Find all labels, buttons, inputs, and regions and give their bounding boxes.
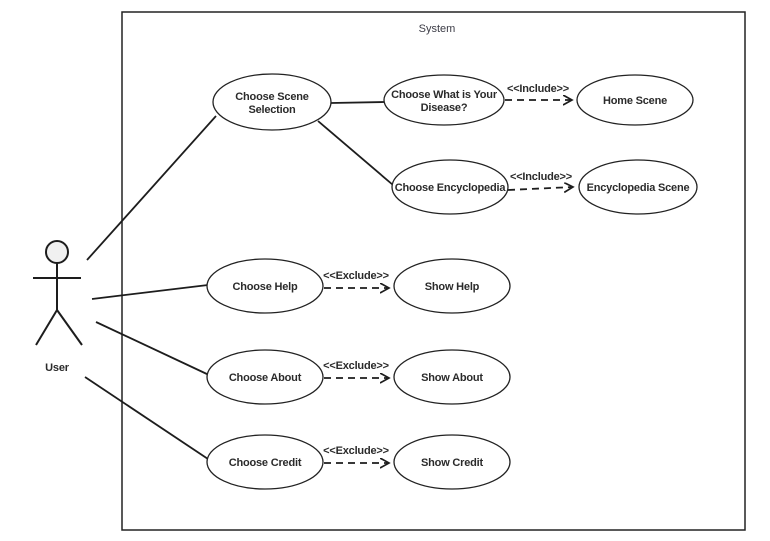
use-case-choose-credit: Choose Credit: [206, 434, 324, 490]
use-case-choose-about: Choose About: [206, 349, 324, 405]
use-case-ellipse: [391, 159, 509, 215]
use-case-label: Choose About: [229, 372, 302, 384]
use-case-show-help: Show Help: [393, 258, 511, 314]
use-case-ellipse: [206, 258, 324, 314]
actor-label: User: [45, 362, 70, 374]
use-case-label: Choose Help: [232, 281, 298, 293]
stereotype-include-encyclopedia: <<Include>>: [510, 171, 572, 183]
use-case-label: Show Help: [425, 281, 480, 293]
association-scene-selection-encyclopedia: [317, 120, 394, 186]
use-case-label: Show About: [421, 372, 483, 384]
system-title: System: [419, 23, 456, 35]
use-case-choose-scene-selection: Choose Scene Selection: [212, 73, 332, 131]
association-scene-selection-disease: [330, 101, 385, 104]
actor-user: User: [33, 240, 83, 374]
use-case-encyclopedia-scene: Encyclopedia Scene: [578, 159, 698, 215]
use-case-ellipse: [393, 258, 511, 314]
stereotype-exclude-credit: <<Exclude>>: [323, 445, 389, 457]
association-user-scene-selection: [86, 115, 217, 261]
use-case-label: Home Scene: [603, 95, 667, 107]
use-case-label-line2: Selection: [248, 104, 296, 116]
use-case-label-line1: Choose Scene: [235, 91, 308, 103]
use-case-ellipse: [212, 73, 332, 131]
stereotype-include-home: <<Include>>: [507, 83, 569, 95]
use-case-label: Choose Credit: [229, 457, 302, 469]
stereotype-exclude-about: <<Exclude>>: [323, 360, 389, 372]
use-case-choose-encyclopedia: Choose Encyclopedia: [391, 159, 509, 215]
use-case-label: Show Credit: [421, 457, 484, 469]
actor-head-icon: [45, 240, 69, 264]
use-case-home-scene: Home Scene: [576, 74, 694, 126]
association-user-choose-about: [95, 321, 210, 376]
use-case-label-line1: Choose What is Your: [391, 89, 498, 101]
association-user-choose-help: [91, 284, 209, 300]
use-case-choose-disease: Choose What is Your Disease?: [383, 74, 505, 126]
system-boundary: [121, 11, 746, 531]
use-case-ellipse: [383, 74, 505, 126]
association-user-choose-credit: [84, 376, 209, 460]
use-case-ellipse: [576, 74, 694, 126]
use-case-ellipse: [578, 159, 698, 215]
use-case-choose-help: Choose Help: [206, 258, 324, 314]
use-case-ellipse: [393, 349, 511, 405]
use-case-show-credit: Show Credit: [393, 434, 511, 490]
use-case-label-line2: Disease?: [421, 102, 468, 114]
actor-right-leg: [56, 309, 83, 346]
use-case-ellipse: [206, 349, 324, 405]
use-case-label: Choose Encyclopedia: [395, 182, 507, 194]
use-case-show-about: Show About: [393, 349, 511, 405]
use-case-ellipse: [206, 434, 324, 490]
stereotype-exclude-help: <<Exclude>>: [323, 270, 389, 282]
include-arrow-encyclopedia-scene: [507, 187, 573, 190]
actor-left-leg: [35, 309, 58, 346]
use-case-ellipse: [393, 434, 511, 490]
use-case-label: Encyclopedia Scene: [587, 182, 690, 194]
